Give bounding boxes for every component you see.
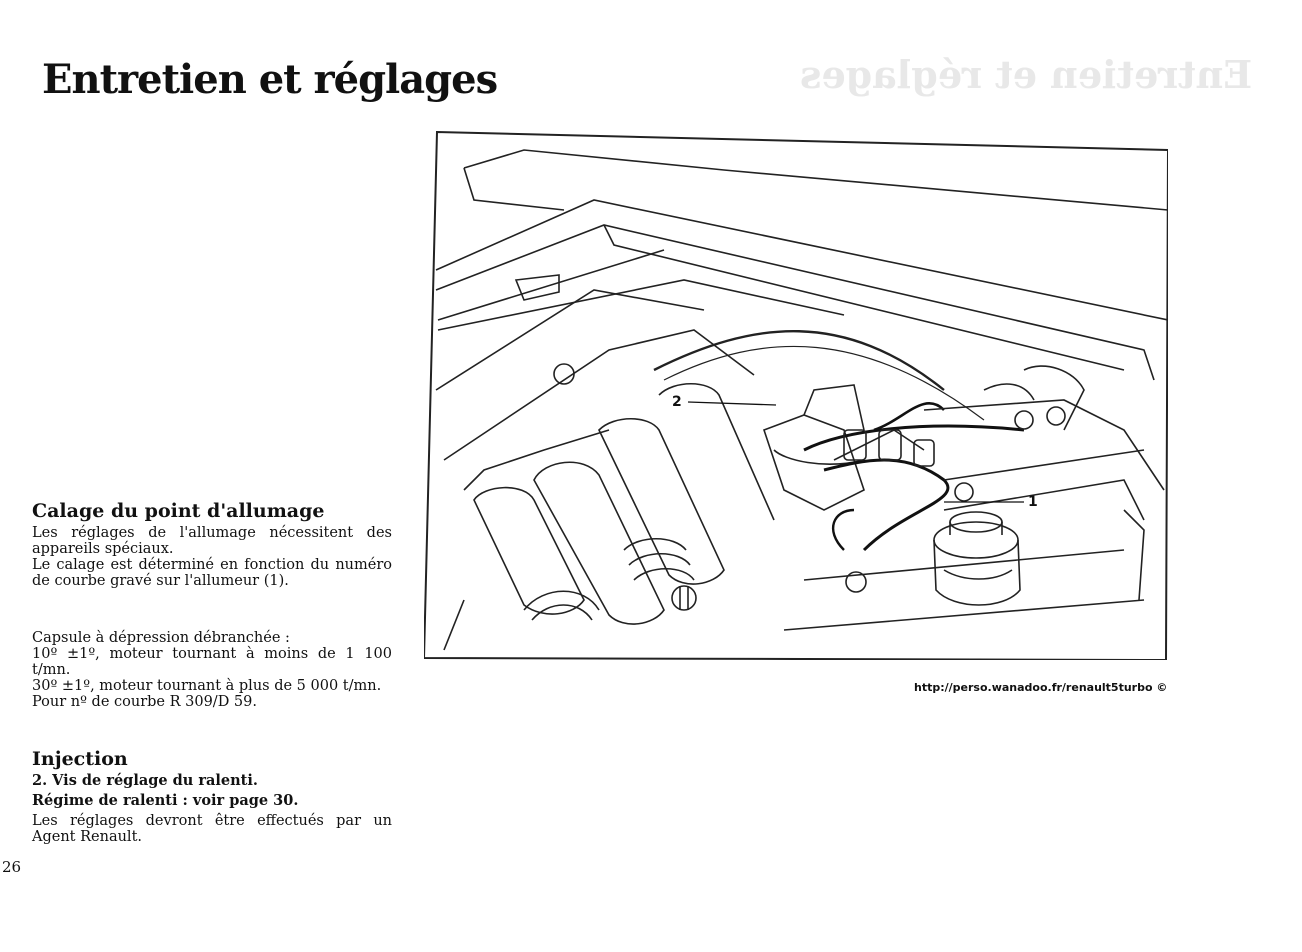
source-url: http://perso.wanadoo.fr/renault5turbo © <box>914 681 1168 694</box>
bleed-through-title: Entretien et réglages <box>800 52 1253 97</box>
injection-item: 2. Vis de réglage du ralenti. <box>32 772 258 789</box>
engine-drawing <box>424 130 1168 660</box>
injection-note: Les réglages devront être effectués par … <box>32 813 392 845</box>
callout-2: 2 <box>672 394 682 410</box>
capsule-line-4: Pour nº de courbe R 309/D 59. <box>32 694 257 710</box>
regime-ralenti: Régime de ralenti : voir page 30. <box>32 792 299 809</box>
calage-heading: Calage du point d'allumage <box>32 500 325 522</box>
callout-1: 1 <box>1028 494 1038 510</box>
calage-line-1: Les réglages de l'allumage nécessitent d… <box>32 525 392 557</box>
calage-line-2: Le calage est déterminé en fonction du n… <box>32 557 392 589</box>
injection-heading: Injection <box>32 748 128 770</box>
injection-section: Injection 2. Vis de réglage du ralenti. … <box>32 748 392 845</box>
capsule-section: Capsule à dépression débranchée : 10º ±1… <box>32 630 392 710</box>
calage-section: Calage du point d'allumage Les réglages … <box>32 500 392 589</box>
page-title: Entretien et réglages <box>42 56 498 103</box>
capsule-line-2: 10º ±1º, moteur tournant à moins de 1 10… <box>32 646 392 678</box>
capsule-line-1: Capsule à dépression débranchée : <box>32 630 290 646</box>
engine-illustration: 2 1 <box>424 130 1168 660</box>
page-number: 26 <box>2 858 22 876</box>
capsule-line-3: 30º ±1º, moteur tournant à plus de 5 000… <box>32 678 382 694</box>
